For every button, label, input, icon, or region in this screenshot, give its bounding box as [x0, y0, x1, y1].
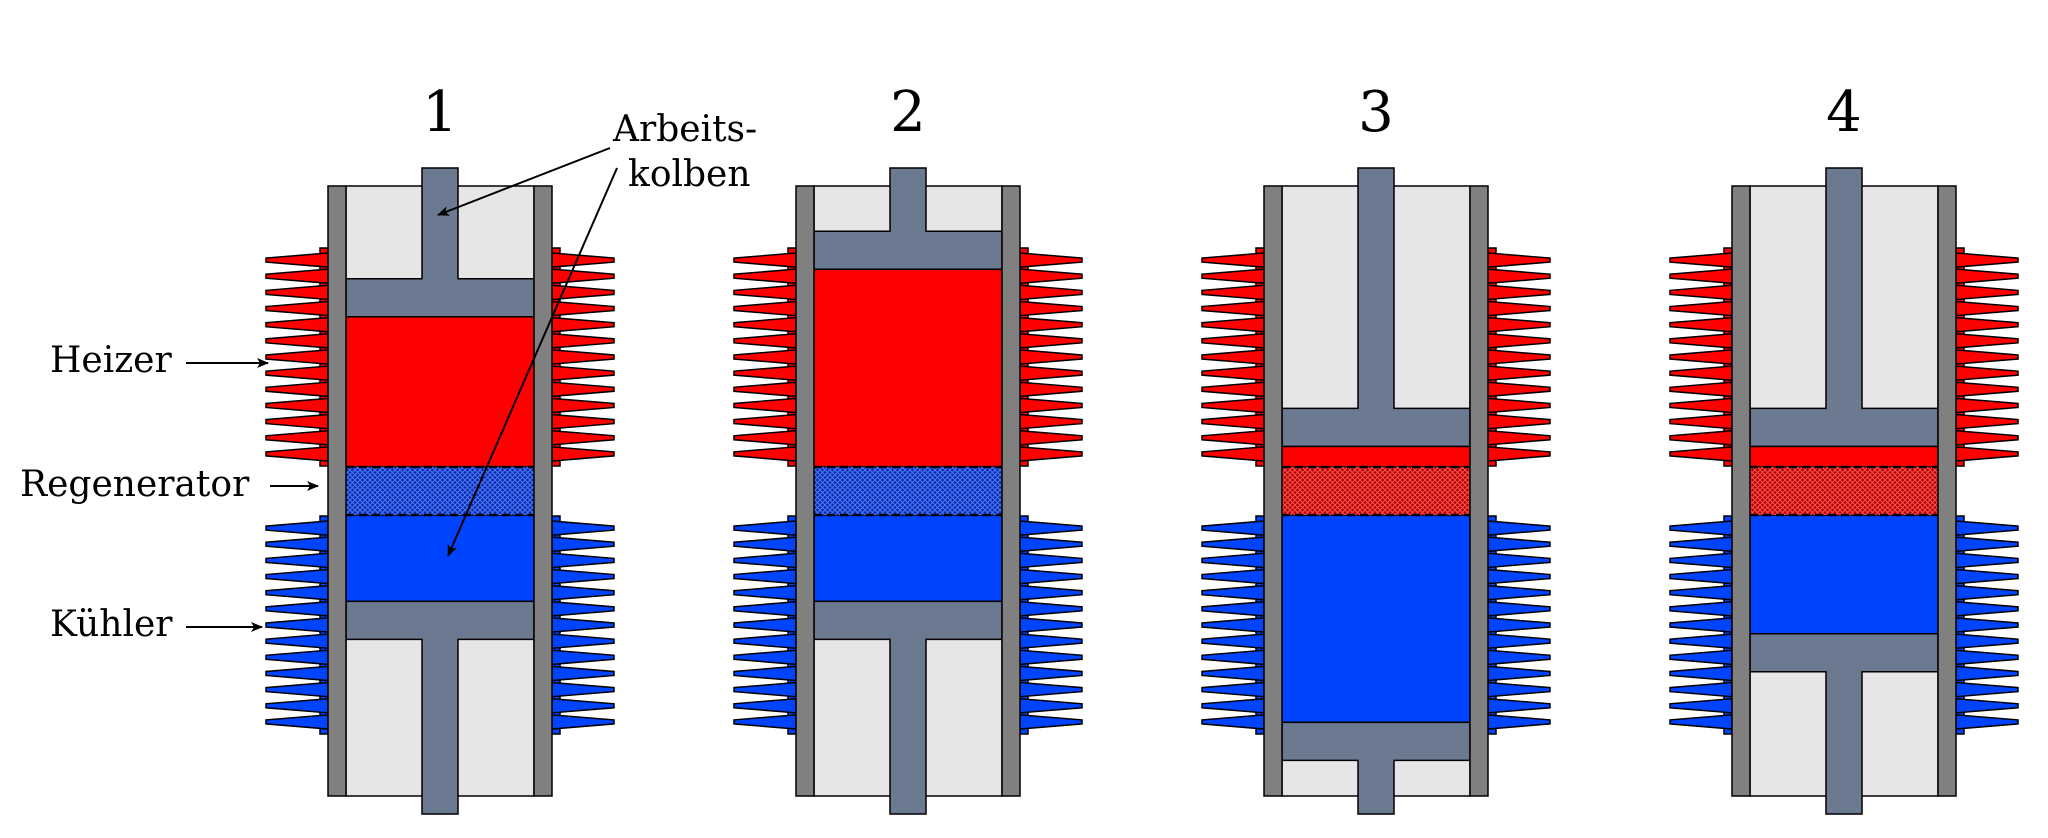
cold-gas — [345, 514, 535, 603]
heater-fins-right — [1955, 252, 2019, 462]
heater-fins-left — [733, 252, 797, 462]
stage-2: 2 — [733, 80, 1083, 815]
cold-gas — [1749, 514, 1939, 635]
heater-fins-right — [551, 252, 615, 462]
cylinder-wall-left — [1731, 185, 1751, 797]
regenerator-label: Regenerator — [20, 464, 250, 505]
stage-number: 3 — [1358, 80, 1394, 145]
heater-fins-left — [265, 252, 329, 462]
stage-3: 3 — [1201, 80, 1551, 815]
heater-fins-left — [1669, 252, 1733, 462]
stage-1: 1 — [265, 80, 615, 815]
cylinder-wall-right — [533, 185, 553, 797]
cold-gas — [813, 514, 1003, 603]
hot-gas — [345, 316, 535, 468]
cylinder-wall-right — [1937, 185, 1957, 797]
heater-fins-right — [1019, 252, 1083, 462]
regenerator — [814, 467, 1002, 515]
cooler-fins-left — [1201, 520, 1265, 730]
stage-number: 1 — [422, 80, 458, 145]
kuehler-label: Kühler — [50, 604, 173, 645]
hot-gas — [813, 268, 1003, 468]
heater-fins-right — [1487, 252, 1551, 462]
regenerator — [346, 467, 534, 515]
heizer-label: Heizer — [50, 340, 172, 381]
cooler-fins-left — [733, 520, 797, 730]
regenerator — [1282, 467, 1470, 515]
arbeitskolben-label-line1: Arbeits- — [612, 109, 757, 150]
cooler-fins-right — [1019, 520, 1083, 730]
stage-number: 4 — [1826, 80, 1862, 145]
cold-gas — [1281, 514, 1471, 724]
regenerator — [1750, 467, 1938, 515]
cooler-fins-right — [1487, 520, 1551, 730]
cooler-fins-right — [1955, 520, 2019, 730]
stages-layer: 1 2 3 4 — [265, 80, 2019, 815]
stage-4: 4 — [1669, 80, 2019, 815]
arbeitskolben-arrow-top — [437, 147, 611, 216]
hot-gas — [1749, 445, 1939, 468]
cooler-fins-left — [265, 520, 329, 730]
cylinder-wall-left — [795, 185, 815, 797]
cylinder-wall-left — [1263, 185, 1283, 797]
cylinder-wall-left — [327, 185, 347, 797]
cylinder-wall-right — [1469, 185, 1489, 797]
cooler-fins-left — [1669, 520, 1733, 730]
arbeitskolben-label-line2: kolben — [628, 154, 751, 195]
heater-fins-left — [1201, 252, 1265, 462]
arbeitskolben-arrow-bottom — [447, 167, 618, 557]
stage-number: 2 — [890, 80, 926, 145]
hot-gas — [1281, 445, 1471, 468]
cylinder-wall-right — [1001, 185, 1021, 797]
cooler-fins-right — [551, 520, 615, 730]
